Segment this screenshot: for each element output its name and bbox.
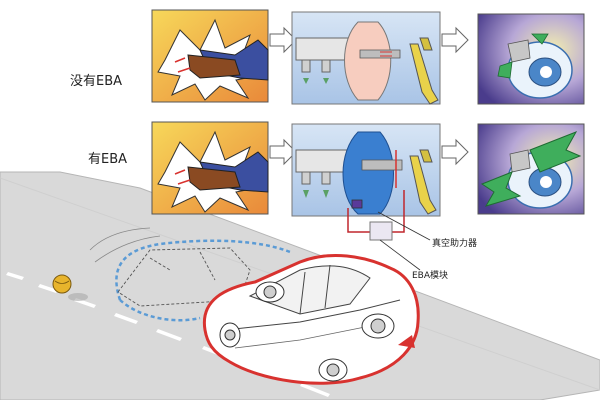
label-vacuum-booster: 真空助力器: [432, 239, 478, 249]
disc-panel-1: [477, 13, 585, 105]
foot-panel-2: [151, 121, 269, 215]
eba-module-box: [369, 221, 393, 241]
brake-pad-icon: [529, 131, 582, 173]
flow-arrow-2a: [269, 138, 297, 166]
label-with-eba: 有EBA: [88, 152, 128, 167]
eba-wiring: [347, 190, 431, 271]
booster-panel-2: [291, 123, 441, 217]
motion-lines: [89, 227, 161, 263]
swerve-path-lower: [119, 299, 201, 322]
ghost-car: [117, 247, 251, 307]
disc-panel-2: [477, 123, 585, 215]
row-without-eba: [151, 9, 585, 105]
ball-icon: [52, 274, 88, 301]
red-car: [202, 253, 420, 385]
booster-panel-1: [291, 11, 441, 105]
foot-panel-1: [151, 9, 269, 103]
flow-arrow-1a: [269, 26, 297, 54]
swerve-path: [115, 239, 291, 301]
label-without-eba: 没有EBA: [70, 74, 123, 89]
row-with-eba: [151, 121, 585, 217]
flow-arrow-1b: [441, 26, 469, 54]
label-eba-module: EBA模块: [412, 271, 449, 281]
flow-arrow-2b: [441, 138, 469, 166]
